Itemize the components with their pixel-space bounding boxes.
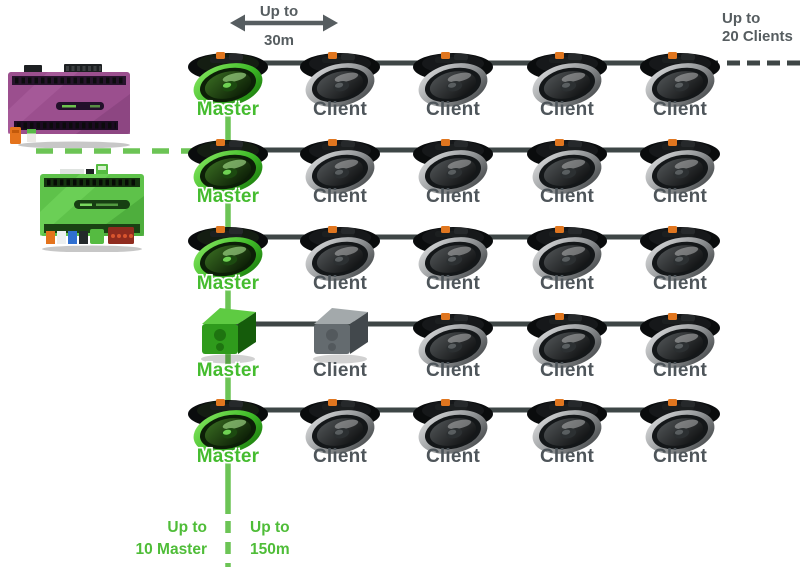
client-speaker: Client — [519, 302, 615, 381]
annotation-20-clients: Up to 20 Clients — [722, 10, 793, 46]
annotation-10-master: Up to 10 Master — [77, 517, 207, 561]
annotation-150m-line2: 150m — [250, 541, 290, 558]
miniserver-device — [6, 64, 136, 148]
client-label: Client — [540, 186, 594, 207]
client-speaker: Client — [405, 388, 501, 467]
master-speaker: Master — [180, 388, 276, 467]
master-label: Master — [196, 360, 260, 381]
client-label: Client — [653, 99, 707, 120]
master-speaker: Master — [180, 128, 276, 207]
client-label: Client — [540, 99, 594, 120]
client-label: Client — [540, 273, 594, 294]
master-speaker: Master — [180, 215, 276, 294]
client-speaker: Client — [405, 215, 501, 294]
master-label: Master — [196, 446, 260, 467]
client-label: Client — [313, 446, 367, 467]
client-speaker: Client — [632, 128, 728, 207]
annotation-20-clients-line2: 20 Clients — [722, 28, 793, 45]
cube-speaker-master-icon — [180, 300, 276, 366]
client-label: Client — [426, 360, 480, 381]
annotation-20-clients-line1: Up to — [722, 10, 761, 27]
master-label: Master — [196, 99, 260, 120]
miniserver-device-icon — [6, 64, 136, 148]
annotation-30m-line1: Up to — [259, 3, 299, 20]
client-label: Client — [653, 446, 707, 467]
client-speaker: Client — [632, 41, 728, 120]
master-speaker: Master — [180, 41, 276, 120]
client-label: Client — [426, 99, 480, 120]
client-speaker: Client — [405, 41, 501, 120]
client-speaker: Client — [405, 302, 501, 381]
client-label: Client — [653, 186, 707, 207]
client-speaker: Client — [292, 215, 388, 294]
client-speaker: Client — [519, 41, 615, 120]
distance-arrow-left-head — [230, 14, 245, 32]
client-label: Client — [313, 99, 367, 120]
client-label: Client — [426, 186, 480, 207]
client-label: Client — [313, 186, 367, 207]
client-label: Client — [313, 360, 367, 381]
client-label: Client — [653, 360, 707, 381]
client-speaker: Client — [519, 388, 615, 467]
client-speaker: Client — [519, 128, 615, 207]
annotation-10-master-line2: 10 Master — [135, 541, 207, 558]
annotation-150m: Up to 150m — [250, 517, 290, 561]
client-speaker: Client — [292, 388, 388, 467]
client-label: Client — [313, 273, 367, 294]
client-speaker: Client — [519, 215, 615, 294]
annotation-10-master-line1: Up to — [167, 519, 207, 536]
client-speaker: Client — [405, 128, 501, 207]
annotation-150m-line1: Up to — [250, 519, 290, 536]
annotation-30m: Up to 30m — [229, 3, 329, 50]
audioserver-device — [34, 164, 150, 252]
master-label: Master — [196, 273, 260, 294]
client-speaker: Client — [292, 300, 388, 381]
client-label: Client — [426, 446, 480, 467]
client-speaker: Client — [632, 302, 728, 381]
client-speaker: Client — [632, 215, 728, 294]
annotation-30m-line2: 30m — [263, 32, 295, 49]
client-label: Client — [653, 273, 707, 294]
master-label: Master — [196, 186, 260, 207]
audioserver-device-icon — [34, 164, 150, 252]
client-label: Client — [426, 273, 480, 294]
client-label: Client — [540, 360, 594, 381]
client-speaker: Client — [292, 41, 388, 120]
master-speaker: Master — [180, 300, 276, 381]
client-speaker: Client — [292, 128, 388, 207]
client-label: Client — [540, 446, 594, 467]
cube-speaker-client-icon — [292, 300, 388, 366]
distance-arrow-right-head — [323, 14, 338, 32]
client-speaker: Client — [632, 388, 728, 467]
